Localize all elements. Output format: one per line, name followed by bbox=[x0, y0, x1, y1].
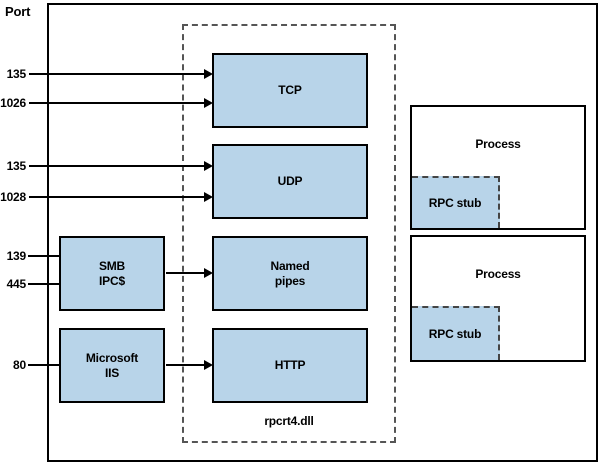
arrow-line-1028-udp bbox=[29, 196, 204, 198]
protocol-box-tcp: TCP bbox=[212, 53, 368, 128]
microsoft-iis-box: Microsoft IIS bbox=[59, 328, 165, 403]
process-1-label: Process bbox=[475, 137, 521, 151]
port-80-label: 80 bbox=[13, 358, 26, 372]
protocol-box-udp: UDP bbox=[212, 144, 368, 219]
rpc-stub-box-1: RPC stub bbox=[412, 176, 500, 228]
arrow-head-icon bbox=[204, 360, 213, 370]
port-1028-label: 1028 bbox=[0, 190, 26, 204]
process-2-label: Process bbox=[475, 267, 521, 281]
arrow-line-iis-http bbox=[166, 364, 204, 366]
port-445-label: 445 bbox=[6, 277, 27, 291]
protocol-box-namedpipes: Named pipes bbox=[212, 236, 368, 311]
port-139-label: 139 bbox=[6, 249, 27, 263]
rpcrt4-dll-label: rpcrt4.dll bbox=[264, 414, 314, 428]
arrow-head-icon bbox=[204, 69, 213, 79]
rpcrt4-dll-dashed-box bbox=[182, 24, 396, 443]
tick-line-139 bbox=[28, 255, 60, 257]
port-axis-label: Port bbox=[5, 4, 31, 19]
rpc-stub-2-label: RPC stub bbox=[428, 327, 482, 341]
port-1026-label: 1026 bbox=[0, 96, 26, 110]
process-box-2: Process RPC stub bbox=[410, 235, 586, 362]
arrow-line-1026-tcp bbox=[29, 102, 204, 104]
arrow-line-135-tcp bbox=[29, 73, 204, 75]
rpc-stub-box-2: RPC stub bbox=[412, 306, 500, 360]
arrow-head-icon bbox=[204, 161, 213, 171]
port-135-udp-label: 135 bbox=[6, 159, 27, 173]
tick-line-80 bbox=[28, 364, 60, 366]
arrow-head-icon bbox=[204, 192, 213, 202]
arrow-head-icon bbox=[204, 268, 213, 278]
arrow-head-icon bbox=[204, 98, 213, 108]
port-135-tcp-label: 135 bbox=[6, 67, 27, 81]
arrow-line-135-udp bbox=[29, 165, 204, 167]
protocol-box-http: HTTP bbox=[212, 328, 368, 403]
rpc-stub-1-label: RPC stub bbox=[428, 196, 482, 210]
arrow-line-smb-namedpipes bbox=[166, 272, 204, 274]
tick-line-445 bbox=[28, 283, 60, 285]
smb-ipc-box: SMB IPC$ bbox=[59, 236, 165, 311]
process-box-1: Process RPC stub bbox=[410, 105, 586, 230]
